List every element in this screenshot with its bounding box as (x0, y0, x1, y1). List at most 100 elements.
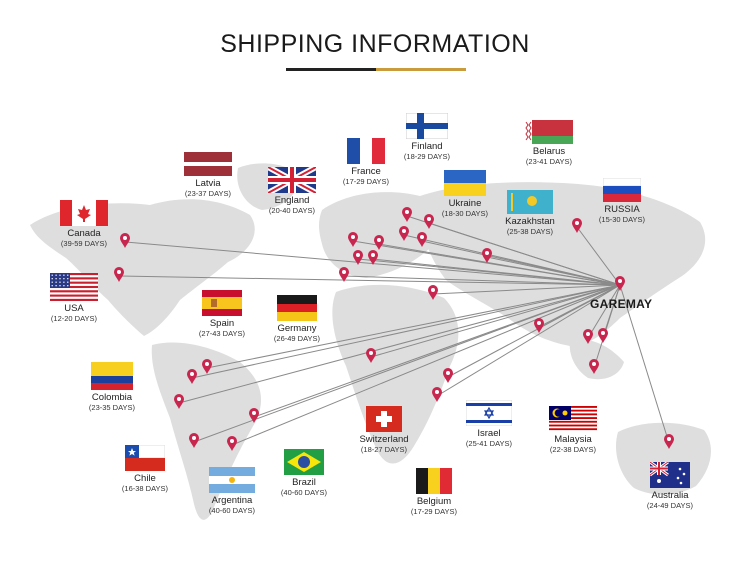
country-switzerland: Switzerland (18-27 DAYS) (336, 406, 432, 455)
shipping-routes (118, 215, 670, 446)
country-kazakhstan: Kazakhstan (25-38 DAYS) (482, 190, 578, 237)
route-line (191, 284, 621, 379)
route-line (378, 243, 621, 286)
country-name: Israel (477, 428, 501, 439)
route-line (587, 284, 621, 339)
route-line (447, 284, 621, 378)
country-spain: Spain (27-43 DAYS) (174, 290, 270, 339)
location-pin-icon (174, 394, 184, 409)
location-pin-icon (664, 434, 674, 449)
country-name: Germany (277, 323, 317, 334)
route-line (118, 275, 621, 286)
route-line (436, 284, 621, 397)
country-belgium: Belgium (17-29 DAYS) (386, 468, 482, 517)
switzerland-flag-icon (366, 406, 402, 432)
country-name: Latvia (195, 178, 221, 189)
delivery-time: (23-37 DAYS) (184, 189, 232, 198)
country-name: Colombia (91, 392, 133, 403)
malaysia-flag-icon (549, 406, 597, 432)
country-canada: Canada (39-59 DAYS) (36, 200, 132, 249)
location-pin-icon (482, 248, 492, 263)
delivery-time: (15-30 DAYS) (598, 215, 646, 224)
location-pin-icon (402, 207, 412, 222)
location-pin-icon (615, 276, 625, 291)
delivery-time: (24-49 DAYS) (646, 501, 694, 510)
country-australia: Australia (24-49 DAYS) (622, 462, 718, 511)
location-pin-icon (114, 267, 124, 282)
france-flag-icon (347, 138, 385, 164)
location-pin-icon (598, 328, 608, 343)
location-pin-icon (353, 250, 363, 265)
location-pin-icon (249, 408, 259, 423)
country-name: Finland (411, 141, 443, 152)
delivery-time: (25-38 DAYS) (506, 227, 554, 236)
location-pin-icon (227, 436, 237, 451)
australia-flag-icon (650, 462, 690, 488)
location-pin-icon (187, 369, 197, 384)
delivery-time: (16-38 DAYS) (121, 484, 169, 493)
country-name: Argentina (211, 495, 253, 506)
country-name: Malaysia (554, 434, 592, 445)
country-latvia: Latvia (23-37 DAYS) (160, 152, 256, 199)
route-line (178, 284, 621, 404)
delivery-time: (12-20 DAYS) (50, 314, 98, 323)
delivery-time: (40-60 DAYS) (208, 506, 256, 515)
location-pin-icon (339, 267, 349, 282)
delivery-time: (20-40 DAYS) (268, 206, 316, 215)
destination-pins (114, 207, 674, 451)
ukraine-flag-icon (444, 170, 486, 196)
route-line (593, 284, 621, 369)
canada-flag-icon (60, 200, 108, 226)
country-name: Canada (67, 228, 101, 239)
country-name: RUSSIA (604, 204, 640, 215)
russia-flag-icon (603, 178, 641, 202)
route-line (372, 258, 621, 286)
delivery-time: (18-30 DAYS) (441, 209, 489, 218)
country-brazil: Brazil (40-60 DAYS) (256, 449, 352, 498)
country-name: England (274, 195, 310, 206)
asia-landmass (420, 182, 706, 346)
england-flag-icon (268, 167, 316, 193)
finland-flag-icon (406, 113, 448, 139)
location-pin-icon (432, 387, 442, 402)
country-finland: Finland (18-29 DAYS) (379, 113, 475, 162)
delivery-time: (27-43 DAYS) (198, 329, 246, 338)
country-name: USA (64, 303, 84, 314)
country-usa: USA (12-20 DAYS) (26, 273, 122, 324)
colombia-flag-icon (91, 362, 133, 390)
country-name: France (351, 166, 381, 177)
south-america-landmass (151, 342, 262, 520)
location-pin-icon (534, 318, 544, 333)
country-name: Ukraine (448, 198, 482, 209)
location-pin-icon (428, 285, 438, 300)
country-argentina: Argentina (40-60 DAYS) (184, 467, 280, 516)
chile-flag-icon (125, 445, 165, 471)
title-underline-dark (286, 68, 376, 71)
country-name: Belgium (416, 496, 452, 507)
germany-flag-icon (277, 295, 317, 321)
latvia-flag-icon (184, 152, 232, 176)
belarus-flag-icon (525, 120, 573, 144)
route-line (619, 284, 670, 444)
argentina-flag-icon (209, 467, 255, 493)
country-name: Australia (651, 490, 689, 501)
continents (30, 163, 711, 520)
delivery-time: (18-29 DAYS) (403, 152, 451, 161)
country-name: Switzerland (359, 434, 409, 445)
delivery-time: (22-38 DAYS) (549, 445, 597, 454)
route-line (428, 222, 621, 286)
kazakhstan-flag-icon (507, 190, 553, 214)
delivery-time: (26-49 DAYS) (273, 334, 321, 343)
country-name: Belarus (532, 146, 566, 157)
route-line (231, 284, 621, 446)
brazil-flag-icon (284, 449, 324, 475)
country-name: Kazakhstan (505, 216, 555, 227)
country-belarus: Belarus (23-41 DAYS) (501, 120, 597, 167)
location-pin-icon (589, 359, 599, 374)
route-line (486, 256, 621, 286)
location-pin-icon (374, 235, 384, 250)
country-israel: Israel (25-41 DAYS) (441, 400, 537, 449)
country-russia: RUSSIA (15-30 DAYS) (574, 178, 670, 225)
hub-label: GAREMAY (590, 297, 653, 311)
